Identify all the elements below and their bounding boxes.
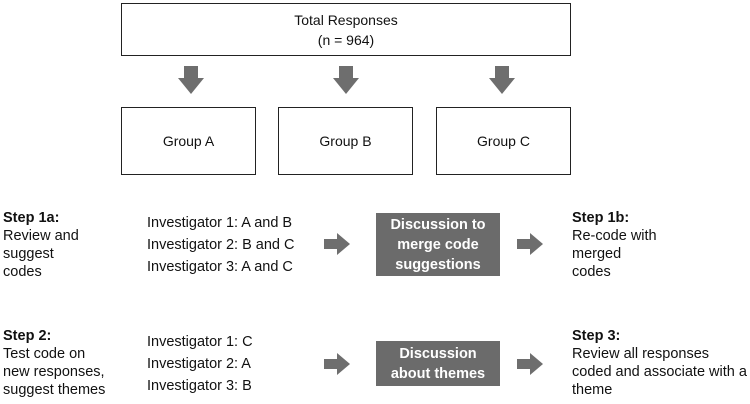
investigator-line: Investigator 1: C	[147, 334, 253, 350]
step-3-label: Step 3:	[572, 328, 621, 344]
step-3-line: coded and associate with a	[572, 364, 747, 380]
total-responses-count: (n = 964)	[317, 31, 375, 48]
step-2-line: new responses,	[3, 364, 105, 380]
group-a-label: Group A	[162, 133, 215, 149]
discussion-line: suggestions	[395, 256, 481, 273]
investigator-line: Investigator 3: A and C	[147, 259, 293, 275]
right-arrow-row2-a	[324, 353, 350, 375]
group-b-box: Group B	[278, 107, 413, 175]
discussion-line: Discussion to	[390, 216, 486, 233]
discussion-line: about themes	[390, 365, 486, 382]
step-1b-text: Step 1b: Re-code with merged codes	[572, 209, 657, 281]
right-arrow-row1-b	[517, 233, 543, 255]
down-arrow-b	[333, 66, 359, 94]
investigators-row2: Investigator 1: C Investigator 2: A Inve…	[147, 331, 253, 397]
step-2-label: Step 2:	[3, 328, 52, 344]
investigator-line: Investigator 2: B and C	[147, 237, 295, 253]
step-2-line: Test code on	[3, 346, 86, 362]
group-a-box: Group A	[121, 107, 256, 175]
investigator-line: Investigator 1: A and B	[147, 215, 293, 231]
group-b-label: Group B	[319, 133, 372, 149]
step-1b-line: merged	[572, 246, 622, 262]
investigator-line: Investigator 3: B	[147, 378, 252, 394]
total-responses-title: Total Responses	[294, 11, 398, 28]
step-1a-line: codes	[3, 264, 42, 280]
step-2-line: suggest themes	[3, 382, 106, 398]
step-1b-line: Re-code with	[572, 228, 657, 244]
right-arrow-row1-a	[324, 233, 350, 255]
step-1b-label: Step 1b:	[572, 210, 630, 226]
group-c-box: Group C	[436, 107, 571, 175]
discussion-line: Discussion	[399, 345, 477, 362]
step-2-text: Step 2: Test code on new responses, sugg…	[3, 327, 105, 399]
group-c-label: Group C	[477, 133, 530, 149]
down-arrow-a	[178, 66, 204, 94]
step-1b-line: codes	[572, 264, 611, 280]
step-1a-line: Review and	[3, 228, 79, 244]
discussion-themes-box: Discussion about themes	[376, 341, 500, 386]
step-3-text: Step 3: Review all responses coded and a…	[572, 327, 747, 399]
investigators-row1: Investigator 1: A and B Investigator 2: …	[147, 212, 295, 278]
right-arrow-row2-b	[517, 353, 543, 375]
discussion-merge-box: Discussion to merge code suggestions	[376, 213, 500, 276]
down-arrow-c	[489, 66, 515, 94]
step-3-line: theme	[572, 382, 613, 398]
discussion-line: merge code	[397, 236, 479, 253]
investigator-line: Investigator 2: A	[147, 356, 251, 372]
step-3-line: Review all responses	[572, 346, 710, 362]
total-responses-box: Total Responses (n = 964)	[121, 3, 571, 56]
step-1a-text: Step 1a: Review and suggest codes	[3, 209, 79, 281]
step-1a-label: Step 1a:	[3, 210, 60, 226]
step-1a-line: suggest	[3, 246, 54, 262]
